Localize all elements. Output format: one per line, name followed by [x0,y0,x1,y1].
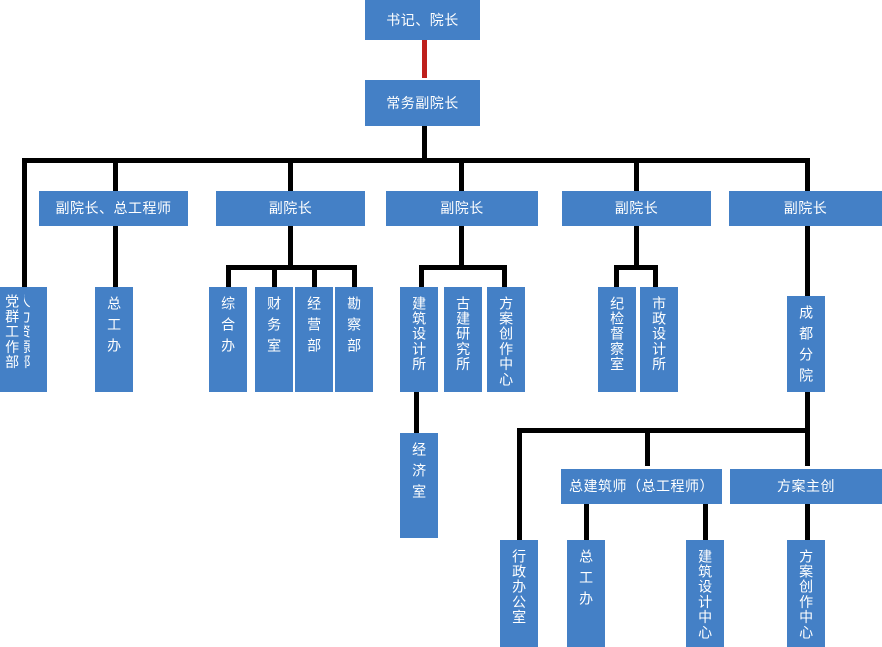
node-label: 常务副院长 [386,94,459,111]
node-label: 成都分院 [798,305,815,389]
connector-vp2-down [288,226,293,268]
connector-vp2-bus [226,265,357,270]
connector-vp1-to-chief-engineer-office [113,226,118,300]
connector-vp2-to-general-office [226,265,231,287]
node-general-office[interactable]: 综合办 [209,287,247,392]
connector-vp3-down [459,226,464,268]
node-label: 总建筑师（总工程师） [569,478,714,495]
node-ancient-architecture-research-institute[interactable]: 古建研究所 [444,287,482,392]
connector-bus-to-vp-chief-engineer [113,158,118,191]
node-label: 行政办公室 [511,549,528,625]
connector-chief-architect-to-branch-chief-engineer-office [584,504,589,540]
connector-vp3-bus [419,265,507,270]
connector-branch-bus [517,428,810,433]
node-operations-dept[interactable]: 经营部 [295,287,333,392]
node-label: 副院长 [614,200,659,217]
node-scheme-lead[interactable]: 方案主创 [730,469,882,504]
connector-vp2-to-operations-dept [312,265,317,287]
node-label: 总工办 [106,296,123,359]
node-vp-3[interactable]: 副院长 [386,191,538,226]
connector-bus-to-vp-3 [459,158,464,191]
node-vp-2[interactable]: 副院长 [216,191,365,226]
node-party-work-dept[interactable]: 党群工作部 [0,287,24,392]
connector-vp3-to-scheme-creation-center [502,265,507,287]
connector-design-institute-to-economics-office [414,392,419,433]
node-label: 方案创作中心 [798,549,815,641]
connector-scheme-lead-to-branch-scheme-creation-center [805,504,810,540]
node-chief-architect[interactable]: 总建筑师（总工程师） [561,469,722,504]
node-discipline-inspection-office[interactable]: 纪检督察室 [598,287,636,392]
node-label: 勘察部 [346,296,363,359]
connector-branch-to-administrative-office [517,428,522,540]
node-label: 总工办 [578,549,595,612]
node-executive-vice-president[interactable]: 常务副院长 [365,80,480,126]
node-scheme-creation-center[interactable]: 方案创作中心 [487,287,525,392]
node-label: 副院长 [783,200,828,217]
node-label: 建筑设计所 [411,296,428,372]
connector-vp4-to-municipal-design-institute [653,265,658,287]
node-economics-office[interactable]: 经济室 [400,433,438,538]
node-label: 书记、院长 [386,11,459,28]
node-label: 方案主创 [777,478,835,495]
node-label: 党群工作部 [4,294,21,370]
node-secretary-president[interactable]: 书记、院长 [365,0,480,40]
connector-vp4-down [634,226,639,268]
connector-vp4-bus [614,265,658,270]
connector-branch-to-chief-architect [645,428,650,466]
node-architectural-design-institute[interactable]: 建筑设计所 [400,287,438,392]
connector-chief-architect-to-architectural-design-center [703,504,708,540]
node-label: 建筑设计中心 [697,549,714,641]
connector-president-to-exec-vp [422,38,427,78]
node-administrative-office[interactable]: 行政办公室 [500,540,538,647]
node-label: 综合办 [220,296,237,359]
node-label: 副院长 [268,200,313,217]
node-branch-scheme-creation-center[interactable]: 方案创作中心 [787,540,825,647]
node-label: 方案创作中心 [498,296,515,388]
connector-vp3-to-architectural-design-institute [419,265,424,287]
connector-vp2-to-survey-dept [352,265,357,287]
node-branch-chief-engineer-office[interactable]: 总工办 [567,540,605,647]
node-vp-chief-engineer[interactable]: 副院长、总工程师 [39,191,188,226]
node-label: 古建研究所 [455,296,472,372]
connector-main-bus [22,158,810,163]
node-label: 市政设计所 [651,296,668,372]
connector-branch-to-scheme-lead [805,428,810,466]
node-label: 经济室 [411,442,428,505]
node-vp-5[interactable]: 副院长 [729,191,882,226]
node-finance-office[interactable]: 财务室 [255,287,293,392]
node-label: 副院长 [440,200,484,217]
node-vp-4[interactable]: 副院长 [562,191,711,226]
connector-vp2-to-finance-office [272,265,277,287]
connector-chengdu-branch-down [805,392,810,431]
node-survey-dept[interactable]: 勘察部 [335,287,373,392]
node-chengdu-branch[interactable]: 成都分院 [787,296,825,392]
connector-exec-vp-down [422,126,427,161]
node-label: 经营部 [306,296,323,359]
node-chief-engineer-office[interactable]: 总工办 [95,287,133,392]
connector-vp4-to-discipline-inspection-office [614,265,619,287]
connector-bus-to-vp-5 [805,158,810,191]
node-label: 纪检督察室 [609,296,626,372]
node-label: 财务室 [266,296,283,359]
node-label: 副院长、总工程师 [55,200,172,217]
connector-bus-to-vp-2 [288,158,293,191]
node-branch-architectural-design-center[interactable]: 建筑设计中心 [686,540,724,647]
connector-bus-to-hr-party [22,158,27,300]
node-municipal-design-institute[interactable]: 市政设计所 [640,287,678,392]
connector-bus-to-vp-4 [634,158,639,191]
connector-vp5-to-chengdu-branch [805,226,810,296]
